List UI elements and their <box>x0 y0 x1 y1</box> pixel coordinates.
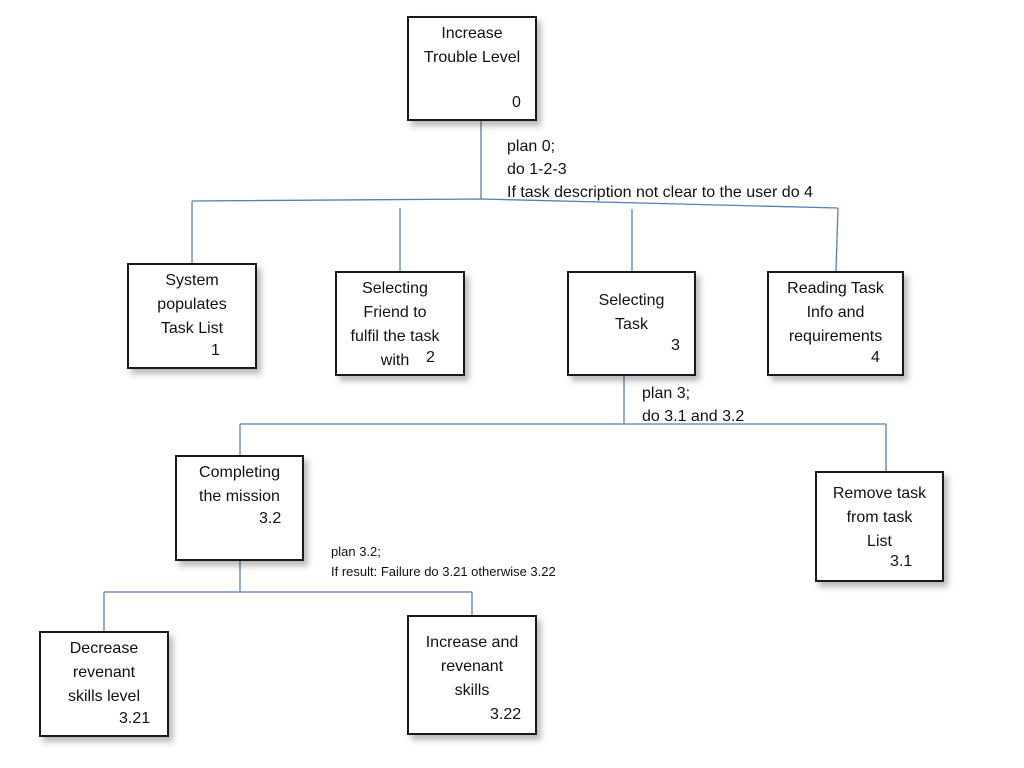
task-node-selecting-friend: Selecting Friend to fulfil the task with… <box>335 271 465 376</box>
task-node-number: 3 <box>671 337 680 354</box>
task-node-selecting-task: Selecting Task 3 <box>567 271 696 376</box>
task-node-number: 3.2 <box>259 510 282 527</box>
task-node-label: Increase Trouble Level <box>423 25 521 66</box>
plan-3-2-annotation: plan 3.2; If result: Failure do 3.21 oth… <box>331 542 556 582</box>
task-node-increase-trouble-level: Increase Trouble Level 0 <box>407 16 537 121</box>
plan-3-2-title: plan 3.2; <box>331 544 381 559</box>
task-node-number: 3.21 <box>119 710 151 727</box>
plan-3-2-condition: If result: Failure do 3.21 otherwise 3.2… <box>331 564 556 579</box>
task-node-label: System populates Task List <box>157 272 227 337</box>
task-node-number: 2 <box>426 349 435 366</box>
task-node-label: Reading Task Info and requirements <box>787 280 884 345</box>
task-node-number: 3.22 <box>490 706 522 723</box>
task-node-label: Selecting Task <box>598 292 665 333</box>
task-node-number: 4 <box>871 349 880 366</box>
plan-0-annotation: plan 0; do 1-2-3 If task description not… <box>507 135 813 204</box>
task-node-number: 1 <box>211 342 220 359</box>
task-node-decrease-revenant-skills: Decrease revenant skills level 3.21 <box>39 631 169 737</box>
task-node-label: Selecting Friend to fulfil the task with <box>350 280 440 369</box>
task-node-system-populates-task-list: System populates Task List 1 <box>127 263 257 369</box>
task-node-number: 0 <box>512 94 521 111</box>
task-node-reading-task-info: Reading Task Info and requirements 4 <box>767 271 904 376</box>
connector-to-node-4 <box>835 207 839 272</box>
plan-0-sequence: do 1-2-3 <box>507 161 567 178</box>
task-node-increase-revenant-skills: Increase and revenant skills 3.22 <box>407 615 537 735</box>
connector-level1-bus <box>191 198 839 209</box>
task-node-completing-the-mission: Completing the mission 3.2 <box>175 455 304 561</box>
plan-3-annotation: plan 3; do 3.1 and 3.2 <box>642 382 744 428</box>
task-node-label: Remove task from task List <box>832 485 927 550</box>
task-node-number: 3.1 <box>890 553 913 570</box>
plan-0-title: plan 0; <box>507 138 556 155</box>
task-node-remove-task-from-list: Remove task from task List 3.1 <box>815 471 944 582</box>
plan-3-sequence: do 3.1 and 3.2 <box>642 408 745 425</box>
task-node-label: Increase and revenant skills <box>425 634 519 699</box>
task-node-label: Decrease revenant skills level <box>67 640 140 705</box>
task-node-label: Completing the mission <box>199 464 280 505</box>
plan-0-condition: If task description not clear to the use… <box>507 184 813 201</box>
plan-3-title: plan 3; <box>642 385 691 402</box>
